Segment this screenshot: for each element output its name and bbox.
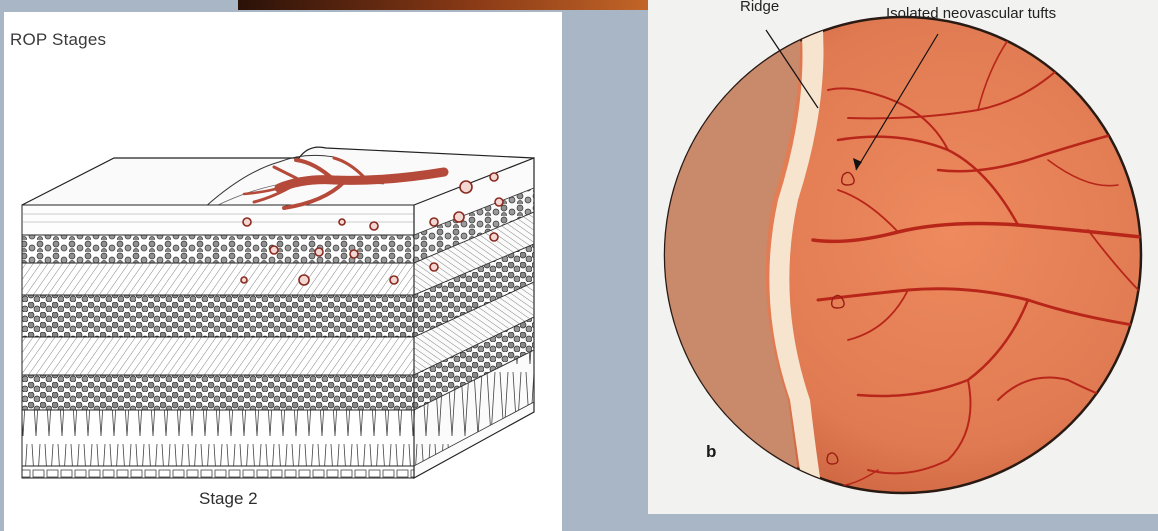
stage-caption: Stage 2 [199,489,258,509]
panel-letter: b [706,442,716,462]
fundus-image [648,0,1158,514]
fundus-photo-panel: Ridge Isolated neovascular tufts b [648,0,1158,514]
figure-title: ROP Stages [10,30,106,50]
ridge-label: Ridge [740,0,779,15]
tufts-label: Isolated neovascular tufts [886,5,1056,22]
retina-layers-illustration [4,12,562,531]
rop-stage-diagram: ROP Stages Stage 2 [4,12,562,531]
